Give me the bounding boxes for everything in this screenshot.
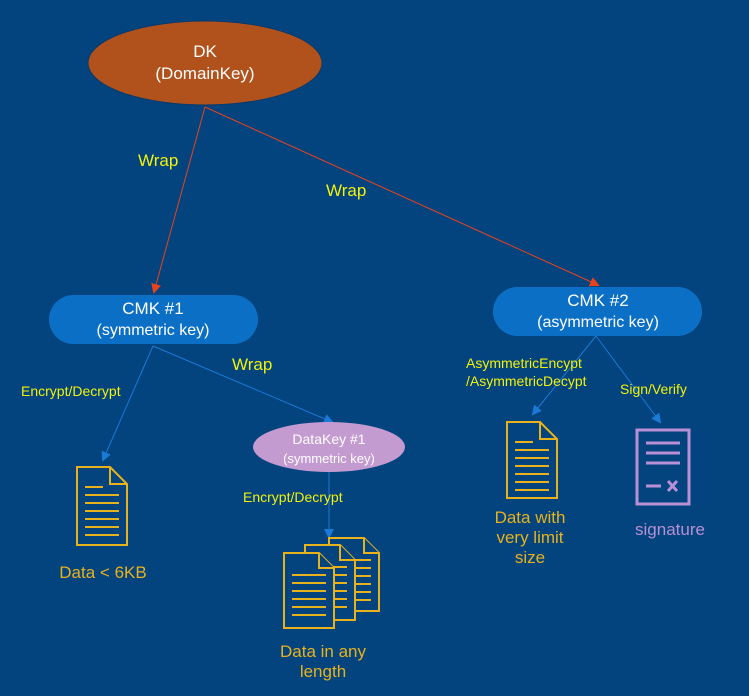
caption-data-any-line1: Data in any [280,642,366,661]
node-datakey1-title: DataKey #1 [292,431,365,447]
edge-label-cmk2-sign: Sign/Verify [620,381,687,397]
node-cmk1-title: CMK #1 [122,299,183,318]
edge-label-datakey-data: Encrypt/Decrypt [243,489,343,505]
document-icon [76,466,128,546]
node-cmk1-subtitle: (symmetric key) [97,322,210,339]
edge-label-cmk1-data: Encrypt/Decrypt [21,383,121,399]
node-cmk2-subtitle: (asymmetric key) [537,314,659,331]
node-datakey1: DataKey #1 (symmetric key) [253,422,405,472]
edge-cmk2-to-signature [595,335,662,424]
caption-data-limit-line1: Data with [495,508,566,527]
edge-label-dk-cmk1: Wrap [138,151,178,170]
caption-signature: signature [635,520,705,539]
edge-cmk2-to-data-limit [531,335,597,416]
node-cmk1: CMK #1 (symmetric key) [49,295,258,344]
node-dk-subtitle: (DomainKey) [155,64,254,83]
caption-data-small: Data < 6KB [59,563,146,582]
node-cmk2: CMK #2 (asymmetric key) [493,287,702,336]
caption-data-any-line2: length [300,662,346,681]
caption-data-limit-line3: size [515,548,545,567]
document-stack-icon [283,537,380,629]
node-datakey1-subtitle: (symmetric key) [283,451,375,466]
node-cmk2-title: CMK #2 [567,291,628,310]
node-dk: DK (DomainKey) [87,20,323,106]
edge-cmk1-to-datakey [152,345,334,424]
edge-label-cmk1-datakey: Wrap [232,355,272,374]
edge-cmk1-to-data-small [101,345,154,462]
edge-label-cmk2-data-line1: AsymmetricEncypt [466,355,582,371]
edge-dk-to-cmk2 [204,106,600,287]
document-icon [506,421,558,499]
edge-dk-to-cmk1 [151,106,206,294]
edge-label-dk-cmk2: Wrap [326,181,366,200]
signed-certificate-icon [635,428,691,506]
caption-data-limit-line2: very limit [496,528,563,547]
node-dk-title: DK [193,42,217,61]
edge-label-cmk2-data-line2: /AsymmetricDecypt [466,373,587,389]
